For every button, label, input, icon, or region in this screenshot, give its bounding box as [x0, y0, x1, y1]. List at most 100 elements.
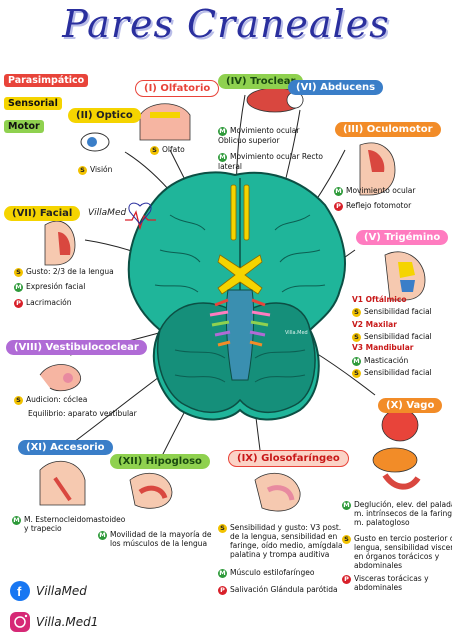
nerve-III-label: (III) Oculomotor	[335, 122, 441, 137]
instagram-icon	[10, 612, 30, 632]
legend-motor: Motor	[4, 120, 44, 133]
nerve-III-number: (III)	[343, 124, 364, 135]
nerve-IX-number: (IX)	[237, 453, 258, 464]
legend-sensory: Sensorial	[4, 97, 62, 110]
sensory-badge: S	[78, 165, 87, 175]
ear-illustration	[39, 364, 81, 392]
head-trigeminal-illustration	[384, 251, 426, 301]
nerve-X-line-1c: m. palatogloso	[354, 518, 410, 527]
nerve-IV-number: (IV)	[226, 76, 247, 87]
nerve-V-v2: V2 Maxilar	[352, 320, 397, 329]
page-title: Pares Craneales	[62, 2, 390, 46]
nerve-V-v1: V1 Oftálmico	[352, 295, 407, 304]
motor-badge: M	[352, 356, 361, 366]
nerve-IV-name: Troclear	[250, 76, 296, 87]
nerve-X-name: Vago	[406, 400, 435, 411]
sensory-badge: S	[218, 523, 227, 533]
nerve-XII-name: Hipogloso	[145, 456, 202, 467]
nerve-IX-line-1d: palatina y trompa auditiva	[230, 550, 330, 559]
nerve-II-label: (II) Optico	[68, 108, 141, 123]
motor-badge: M	[342, 500, 351, 510]
head-oculomotor-illustration	[359, 142, 396, 196]
legend: Parasimpático Sensorial Motor	[4, 68, 89, 133]
motor-badge: M	[218, 126, 227, 136]
nerve-X-line-3b: abdominales	[354, 583, 403, 592]
nerve-X-line-1b: m. intrínsecos de la faringe	[354, 509, 452, 518]
neck-illustration	[39, 461, 86, 506]
nerve-VII-number: (VII)	[12, 208, 37, 219]
nerve-IX-label: (IX) Glosofaríngeo	[228, 450, 349, 467]
sensory-badge: S	[352, 368, 361, 378]
nerve-XI-line-2: y trapecio	[24, 524, 62, 533]
nerve-IX-name: Glosofaríngeo	[261, 453, 340, 464]
svg-text:f: f	[17, 584, 22, 599]
head-facial-illustration	[44, 220, 76, 266]
nerve-V-v3: V3 Mandibular	[352, 343, 414, 352]
nerve-V-number: (V)	[364, 232, 381, 243]
nerve-III-name: Oculomotor	[366, 124, 433, 135]
nerve-X-number: (X)	[386, 400, 403, 411]
motor-badge: M	[218, 568, 227, 578]
nerve-VII-name: Facial	[39, 208, 73, 219]
instagram-handle[interactable]: Villa.Med1	[36, 615, 99, 629]
eye-illustration	[80, 132, 110, 152]
organs-illustration	[372, 408, 421, 490]
nerve-I-label: (I) Olfatorio	[135, 80, 220, 97]
nerve-XI-number: (XI)	[26, 442, 47, 453]
facebook-icon: f	[10, 581, 30, 601]
nerve-VI-label: (VI) Abducens	[288, 80, 384, 95]
parasympathetic-badge: P	[334, 201, 343, 211]
nerve-XII-number: (XII)	[118, 456, 143, 467]
nerve-XII-label: (XII) Hipogloso	[110, 454, 210, 469]
motor-badge: M	[334, 186, 343, 196]
legend-parasympathetic: Parasimpático	[4, 74, 89, 87]
pharynx-illustration	[254, 472, 301, 512]
sensory-badge: S	[342, 534, 351, 544]
motor-badge: M	[98, 530, 107, 540]
facebook-handle[interactable]: VillaMed	[36, 584, 87, 598]
nerve-X-line-2c: en órganos torácicos y	[354, 552, 440, 561]
nerve-VII-label: (VII) Facial	[4, 206, 81, 221]
orbit-illustration	[246, 87, 304, 113]
motor-badge: M	[12, 515, 21, 525]
sensory-badge: S	[14, 395, 23, 405]
nerve-VI-name: Abducens	[320, 82, 376, 93]
nerve-V-label: (V) Trigémino	[356, 230, 449, 245]
nerve-VIII-number: (VIII)	[14, 342, 43, 353]
nerve-X-label: (X) Vago	[378, 398, 443, 413]
nerve-IX-line-1b: de la lengua, sensibilidad en	[230, 532, 338, 541]
sensory-badge: S	[352, 307, 361, 317]
tongue-illustration	[129, 472, 173, 509]
parasympathetic-badge: P	[14, 298, 23, 308]
brain-watermark: Villa.Med	[285, 330, 308, 336]
nerve-XI-name: Accesorio	[50, 442, 105, 453]
nerve-V-name: Trigémino	[384, 232, 441, 243]
nerve-X-line-2b: lengua, sensibilidad visceral	[354, 543, 452, 552]
nerve-IV-label: (IV) Troclear	[218, 74, 304, 89]
nerve-II-name: Optico	[96, 110, 133, 121]
olfactory-illustration	[139, 103, 191, 141]
sensory-badge: S	[352, 332, 361, 342]
nerve-I-number: (I)	[144, 83, 157, 94]
villamed-logo	[125, 202, 156, 231]
